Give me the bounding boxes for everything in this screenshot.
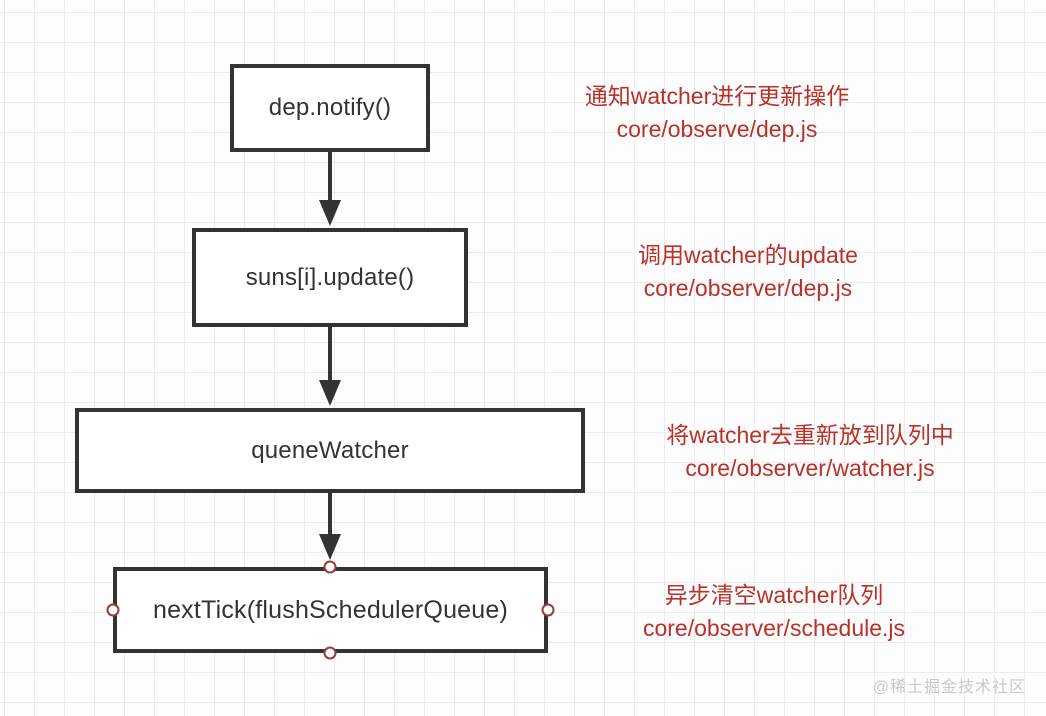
- flow-node-dep-notify[interactable]: dep.notify(): [230, 64, 430, 152]
- arrow-head-icon: [319, 200, 341, 226]
- arrow-shaft: [328, 152, 332, 200]
- annotation-line2: core/observer/schedule.js: [642, 615, 906, 641]
- flow-node-label: dep.notify(): [268, 94, 392, 121]
- arrow-shaft: [328, 493, 332, 534]
- connection-handle-bottom[interactable]: [323, 646, 337, 660]
- flow-connector-2: [319, 327, 341, 406]
- annotation-line1: 通知watcher进行更新操作: [584, 83, 850, 109]
- annotation-line1: 异步清空watcher队列: [664, 582, 884, 608]
- flow-node-label: queneWatcher: [251, 436, 409, 464]
- flow-node-label: suns[i].update(): [245, 263, 415, 291]
- watermark: @稀土掘金技术社区: [872, 679, 1026, 696]
- annotation-queue-watcher: 将watcher去重新放到队列中 core/observer/watcher.j…: [666, 419, 954, 485]
- annotation-next-tick: 异步清空watcher队列 core/observer/schedule.js: [643, 579, 905, 645]
- arrow-shaft: [328, 327, 332, 380]
- flow-connector-3: [319, 493, 341, 560]
- annotation-line1: 调用watcher的update: [638, 242, 858, 268]
- annotation-line2: core/observer/watcher.js: [685, 455, 935, 481]
- flow-node-label: nextTick(flushSchedulerQueue): [152, 595, 509, 624]
- flow-node-subs-update[interactable]: suns[i].update(): [192, 228, 468, 327]
- flow-node-next-tick[interactable]: nextTick(flushSchedulerQueue): [113, 567, 548, 653]
- connection-handle-left[interactable]: [106, 603, 120, 617]
- flow-node-queue-watcher[interactable]: queneWatcher: [75, 408, 585, 493]
- annotation-subs-update: 调用watcher的update core/observer/dep.js: [638, 239, 858, 305]
- flow-connector-1: [319, 152, 341, 226]
- annotation-line2: core/observe/dep.js: [616, 116, 818, 142]
- annotation-dep-notify: 通知watcher进行更新操作 core/observe/dep.js: [585, 80, 850, 146]
- annotation-line1: 将watcher去重新放到队列中: [666, 422, 954, 448]
- annotation-line2: core/observer/dep.js: [643, 275, 853, 301]
- arrow-head-icon: [319, 534, 341, 560]
- connection-handle-top[interactable]: [323, 560, 337, 574]
- arrow-head-icon: [319, 380, 341, 406]
- connection-handle-right[interactable]: [541, 603, 555, 617]
